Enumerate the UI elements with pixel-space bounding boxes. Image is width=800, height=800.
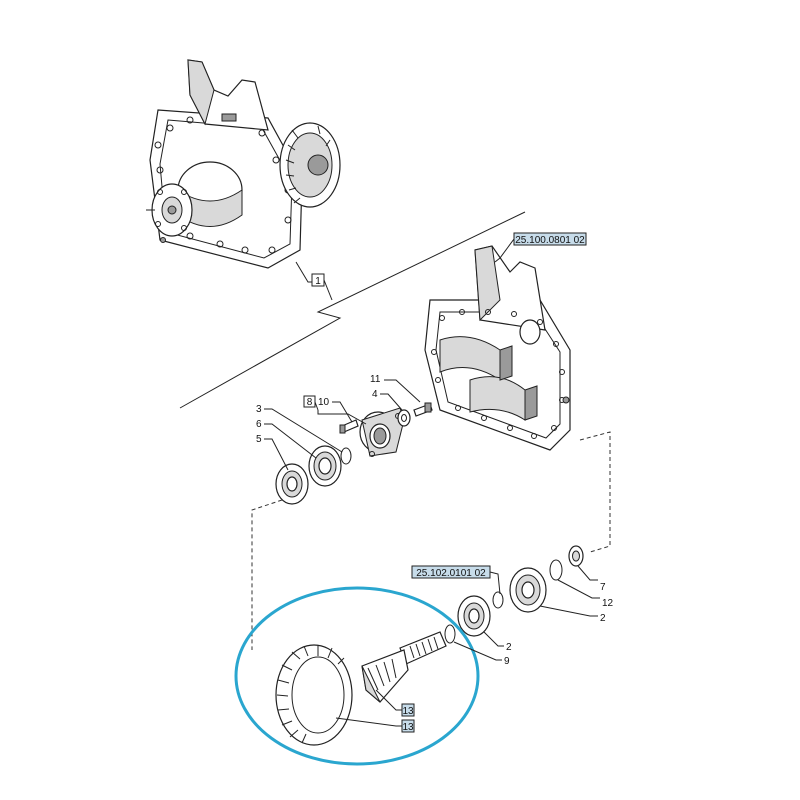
callout-8-label: 8: [307, 397, 313, 408]
callout-13-a: 13: [375, 689, 415, 717]
callout-13-b-label: 13: [402, 722, 414, 733]
callout-2-right-label: 2: [600, 613, 606, 624]
callout-10-label: 10: [318, 397, 330, 408]
dashed-outline: [251, 431, 611, 650]
callout-7-label: 7: [600, 582, 606, 593]
callout-9-label: 9: [504, 656, 510, 667]
reference-bearing-label: 25.102.0101 02: [416, 568, 486, 579]
housing: [424, 245, 571, 451]
reference-bearing: 25.102.0101 02: [411, 565, 501, 595]
callout-5-label: 5: [256, 434, 262, 445]
callout-10: 10: [317, 397, 367, 425]
callout-2-left: 2: [483, 631, 512, 653]
highlight-ellipse: [234, 586, 480, 766]
middle-parts: [275, 402, 433, 505]
reference-housing: 25.100.0801 02: [494, 232, 587, 263]
callout-3-label: 3: [256, 404, 262, 415]
lower-parts: [275, 545, 584, 746]
callout-1-label: 1: [315, 276, 321, 287]
reference-housing-label: 25.100.0801 02: [515, 235, 585, 246]
callout-9: 9: [453, 641, 510, 667]
callout-12: 12: [557, 579, 614, 609]
callout-4: 4: [372, 389, 403, 411]
callout-3: 3: [256, 404, 343, 453]
axle-assembly: [146, 59, 341, 269]
callout-4-label: 4: [372, 389, 378, 400]
callout-8: 8: [303, 395, 319, 411]
callout-2-left-label: 2: [506, 642, 512, 653]
callout-11-label: 11: [370, 374, 381, 385]
callout-6-label: 6: [256, 419, 262, 430]
callout-5: 5: [256, 434, 289, 471]
callout-2-right: 2: [539, 605, 606, 624]
callout-13-b: 13: [335, 717, 415, 733]
callout-13-a-label: 13: [402, 706, 414, 717]
callout-7: 7: [577, 565, 606, 593]
callout-1: 1: [295, 261, 333, 301]
callout-12-label: 12: [602, 598, 614, 609]
callout-6: 6: [256, 419, 317, 459]
separator-line: [179, 211, 526, 409]
callout-11: 11: [370, 374, 421, 403]
